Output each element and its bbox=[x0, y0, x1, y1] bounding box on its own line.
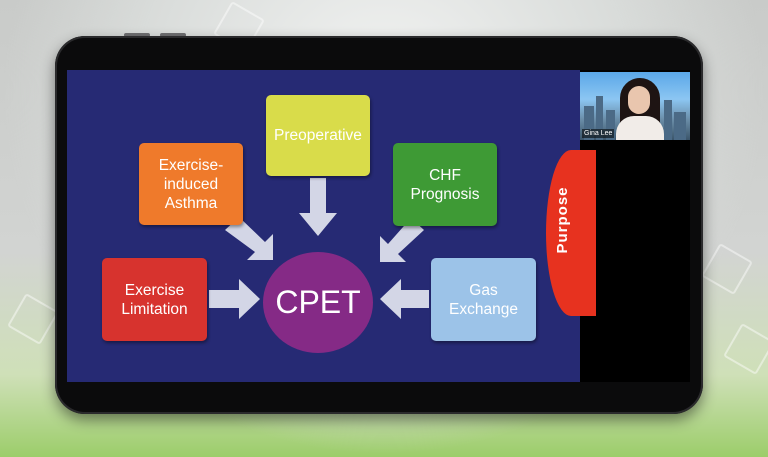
box-preoperative: Preoperative bbox=[266, 95, 370, 176]
box-label: Exercise Limitation bbox=[121, 281, 188, 318]
box-exercise-induced-asthma: Exercise- induced Asthma bbox=[139, 143, 243, 225]
box-gas-exchange: Gas Exchange bbox=[431, 258, 536, 341]
box-label: Gas Exchange bbox=[449, 281, 518, 318]
city-building bbox=[606, 110, 615, 140]
participant-video-tile[interactable]: Gina Lee bbox=[580, 72, 690, 140]
participant-name: Gina Lee bbox=[582, 129, 615, 138]
cpet-circle: CPET bbox=[263, 252, 373, 353]
arrow-chf-to-cpet bbox=[380, 218, 424, 262]
box-label: Exercise- induced Asthma bbox=[158, 156, 224, 212]
center-label: CPET bbox=[275, 284, 361, 320]
purpose-badge bbox=[546, 150, 596, 316]
arrow-gasexchange-to-cpet bbox=[380, 279, 429, 319]
city-building bbox=[664, 100, 672, 140]
background-hexagon bbox=[7, 293, 59, 345]
box-chf-prognosis: CHF Prognosis bbox=[393, 143, 497, 226]
tablet-screen: Exercise- induced Asthma Preoperative CH… bbox=[67, 70, 690, 382]
box-label: Preoperative bbox=[274, 127, 362, 144]
arrow-limitation-to-cpet bbox=[209, 279, 260, 319]
city-building bbox=[596, 96, 603, 140]
tablet-volume-button bbox=[124, 33, 150, 37]
participant-body bbox=[616, 116, 664, 140]
tablet-volume-button bbox=[160, 33, 186, 37]
arrow-preoperative-to-cpet bbox=[299, 178, 337, 236]
background-hexagon bbox=[723, 323, 768, 375]
background-hexagon bbox=[701, 243, 753, 295]
city-building bbox=[674, 112, 686, 140]
city-building bbox=[584, 106, 594, 140]
purpose-label: Purpose bbox=[554, 186, 571, 254]
presentation-slide: Exercise- induced Asthma Preoperative CH… bbox=[67, 70, 580, 382]
arrows-layer bbox=[209, 178, 429, 319]
arrow-asthma-to-cpet bbox=[225, 217, 273, 260]
participant-face bbox=[628, 86, 650, 114]
box-label: CHF Prognosis bbox=[410, 166, 480, 203]
box-exercise-limitation: Exercise Limitation bbox=[102, 258, 207, 341]
